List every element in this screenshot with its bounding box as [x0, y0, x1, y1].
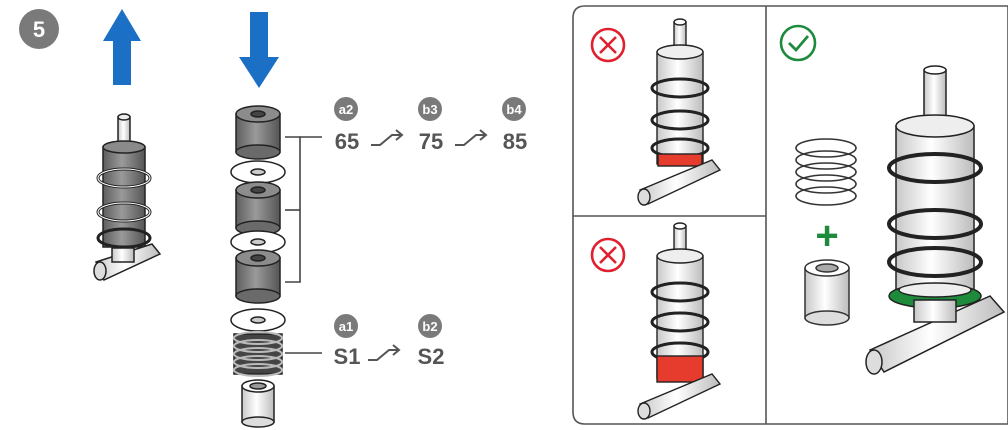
size-option: b2 S2	[418, 314, 445, 369]
wrong-bottom-panel	[590, 222, 722, 420]
arrow-up-icon	[103, 9, 141, 85]
correct-panel: +	[779, 24, 1006, 375]
arrow-icon	[368, 344, 401, 361]
comparison-panel	[572, 5, 1008, 425]
size-option: a1 S1	[334, 314, 361, 369]
option-value: 75	[419, 129, 443, 154]
coil-spring	[233, 331, 283, 377]
spring-holder	[235, 105, 281, 160]
option-value: S2	[418, 344, 445, 369]
cartridge-correct	[865, 65, 1006, 375]
washer	[230, 160, 286, 184]
option-badge: b2	[422, 319, 437, 334]
highlight-area	[656, 355, 704, 383]
spring-size-options: a2 65 b3 75 b4 85	[334, 97, 527, 154]
size-option: b3 75	[418, 97, 443, 154]
bracket	[285, 136, 322, 283]
spacer	[241, 379, 275, 428]
option-value: 85	[503, 129, 527, 154]
wrong-icon	[590, 237, 626, 273]
spacer	[804, 259, 850, 326]
cartridge-wrong-bottom	[637, 222, 722, 420]
highlight-area	[657, 153, 703, 167]
step-number: 5	[33, 17, 45, 42]
spring-holder	[235, 181, 281, 236]
correct-icon	[779, 24, 817, 62]
option-value: S1	[334, 344, 361, 369]
option-badge: a2	[339, 102, 353, 117]
wrong-icon	[590, 27, 626, 63]
spring-holder	[235, 249, 281, 304]
option-badge: b3	[422, 102, 437, 117]
size-option: b4 85	[502, 97, 527, 154]
spacer-size-options: a1 S1 b2 S2	[334, 314, 445, 369]
wrong-top-panel	[590, 18, 722, 206]
arrow-icon	[455, 129, 488, 146]
arrow-icon	[371, 129, 404, 146]
coil-spring	[795, 138, 857, 206]
washer	[230, 308, 286, 332]
option-value: 65	[335, 129, 359, 154]
exploded-stack	[230, 105, 286, 428]
assembled-cartridge	[93, 113, 162, 282]
option-badge: b4	[506, 102, 522, 117]
step-badge: 5	[19, 9, 59, 49]
plus-sign: +	[815, 214, 838, 258]
cartridge-wrong-top	[637, 18, 722, 206]
arrow-down-icon	[239, 12, 279, 88]
option-badge: a1	[339, 319, 353, 334]
size-option: a2 65	[334, 97, 359, 154]
